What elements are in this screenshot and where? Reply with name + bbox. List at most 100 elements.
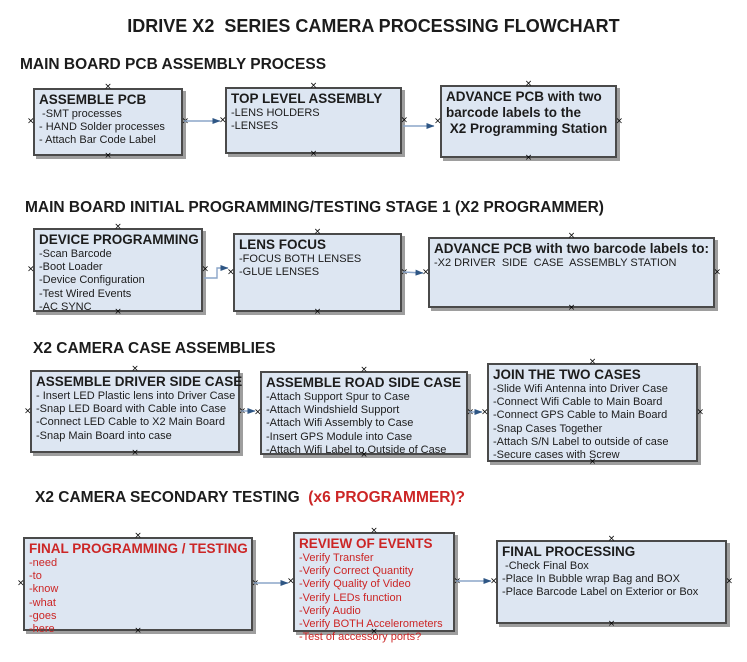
anchor-x-marker: ×: [254, 407, 262, 418]
box-item-list: -Check Final Box-Place In Bubble wrap Ba…: [502, 560, 721, 600]
arrow-device-programming-to-lens-focus: [204, 265, 229, 279]
anchor-x-marker: ×: [490, 576, 498, 587]
box-item-list: -SMT processes- HAND Solder processes- A…: [39, 108, 177, 148]
box-item-list: -X2 DRIVER SIDE CASE ASSEMBLY STATION: [434, 257, 709, 270]
box-item-list: -Slide Wifi Antenna into Driver Case-Con…: [493, 383, 692, 462]
box-top-level-assembly: TOP LEVEL ASSEMBLY -LENS HOLDERS-LENSES …: [219, 82, 408, 159]
anchor-x-marker: ×: [131, 364, 139, 374]
anchor-x-marker: ×: [24, 406, 32, 416]
anchor-x-marker: ×: [481, 407, 489, 417]
anchor-x-marker: ×: [466, 407, 474, 418]
section-heading-pcb-assembly: MAIN BOARD PCB ASSEMBLY PROCESS: [20, 56, 326, 74]
anchor-x-marker: ×: [104, 82, 112, 92]
box-item-list: -need-to-know-what-goes-here: [29, 557, 247, 636]
box-item: -Verify BOTH Accelerometers: [299, 618, 443, 631]
box-item: -X2 DRIVER SIDE CASE ASSEMBLY STATION: [434, 257, 677, 269]
anchor-x-marker: ×: [524, 79, 533, 89]
section-heading-text: X2 CAMERA CASE ASSEMBLIES: [33, 340, 276, 357]
box-item: -Place Barcode Label on Exterior or Box: [502, 586, 699, 599]
section-heading-red-text: (x6 PROGRAMMER)?: [308, 489, 466, 506]
anchor-x-marker: ×: [524, 153, 533, 163]
box-title: TOP LEVEL ASSEMBLY: [231, 91, 383, 106]
box-item: -Check Final Box: [502, 560, 589, 572]
anchor-x-marker: ×: [360, 365, 368, 375]
box-item: -AC SYNC: [39, 300, 92, 313]
box-item: -Verify Quality of Video: [299, 578, 411, 591]
box-title: REVIEW OF EVENTS: [299, 536, 433, 551]
box-join-the-two-cases: JOIN THE TWO CASES -Slide Wifi Antenna i…: [481, 358, 704, 467]
anchor-x-marker: ×: [615, 116, 623, 126]
anchor-x-marker: ×: [104, 151, 112, 161]
box-item: -Device Configuration: [39, 274, 145, 287]
box-item: -Attach Wifi Label to Outside of Case: [266, 443, 447, 456]
box-item: -Attach Support Spur to Case: [266, 391, 410, 403]
anchor-x-marker: ×: [309, 81, 318, 91]
box-item: -LENSES: [231, 120, 279, 133]
box-review-of-events: REVIEW OF EVENTS -Verify Transfer-Verify…: [287, 527, 461, 644]
arrow-lens-focus-to-advance-pcb: [402, 269, 424, 276]
box-advance-pcb-programming-station: ADVANCE PCB with two barcode labels to t…: [434, 80, 623, 163]
box-item: -Boot Loader: [39, 261, 103, 274]
box-item: -Connect Wifi Cable to Main Board: [493, 396, 663, 409]
anchor-x-marker: ×: [422, 267, 430, 277]
box-advance-pcb-driver-side-station: ADVANCE PCB with two barcode labels to: …: [422, 232, 721, 313]
box-item: -Verify LEDs function: [299, 591, 402, 604]
box-item: -Verify Correct Quantity: [299, 565, 414, 578]
box-item: -Attach S/N Label to outside of case: [493, 435, 669, 448]
anchor-x-marker: ×: [607, 619, 616, 629]
anchor-x-marker: ×: [219, 115, 227, 125]
anchor-x-marker: ×: [114, 222, 122, 232]
box-item: -LENS HOLDERS: [231, 107, 320, 119]
box-device-programming: DEVICE PROGRAMMING -Scan Barcode-Boot Lo…: [27, 223, 209, 317]
anchor-x-marker: ×: [567, 231, 576, 241]
box-title: ASSEMBLE DRIVER SIDE CASE: [36, 374, 243, 389]
box-assemble-road-side-case: ASSEMBLE ROAD SIDE CASE -Attach Support …: [254, 366, 474, 460]
box-final-programming-testing: FINAL PROGRAMMING / TESTING -need-to-kno…: [17, 532, 259, 636]
box-item: -Place In Bubble wrap Bag and BOX: [502, 573, 680, 586]
anchor-x-marker: ×: [227, 267, 235, 277]
box-item: -know: [29, 583, 59, 596]
anchor-x-marker: ×: [17, 578, 25, 589]
anchor-x-marker: ×: [567, 303, 576, 313]
box-item: -FOCUS BOTH LENSES: [239, 253, 362, 265]
box-item: -to: [29, 570, 42, 583]
anchor-x-marker: ×: [400, 115, 408, 125]
box-item: -Snap Cases Together: [493, 422, 603, 435]
box-assemble-pcb: ASSEMBLE PCB -SMT processes- HAND Solder…: [27, 83, 189, 161]
box-item: - Insert LED Plastic lens into Driver Ca…: [36, 390, 236, 402]
box-item: -Snap LED Board with Cable into Case: [36, 403, 227, 416]
anchor-x-marker: ×: [27, 116, 35, 127]
anchor-x-marker: ×: [370, 526, 378, 536]
box-item: - HAND Solder processes: [39, 121, 165, 134]
box-item: -Attach Wifi Assembly to Case: [266, 417, 414, 430]
box-item: -Snap Main Board into case: [36, 429, 172, 442]
box-item: -Connect LED Cable to X2 Main Board: [36, 416, 225, 429]
box-item: -Attach Windshield Support: [266, 404, 400, 417]
box-item: -goes: [29, 609, 57, 622]
box-lens-focus: LENS FOCUS -FOCUS BOTH LENSES-GLUE LENSE…: [227, 228, 408, 317]
box-final-processing: FINAL PROCESSING -Check Final Box-Place …: [490, 535, 733, 629]
box-title: ASSEMBLE PCB: [39, 92, 147, 107]
box-title: LENS FOCUS: [239, 237, 327, 252]
anchor-x-marker: ×: [27, 264, 35, 275]
anchor-x-marker: ×: [309, 149, 318, 159]
section-heading-case-assemblies: X2 CAMERA CASE ASSEMBLIES: [33, 340, 276, 358]
box-item-list: -LENS HOLDERS-LENSES: [231, 107, 396, 133]
anchor-x-marker: ×: [134, 531, 142, 541]
box-item: -Test of accessory ports?: [299, 631, 422, 644]
anchor-x-marker: ×: [453, 576, 461, 587]
anchor-x-marker: ×: [238, 406, 246, 416]
anchor-x-marker: ×: [131, 448, 139, 458]
box-item: -Verify Transfer: [299, 552, 374, 564]
box-item: -Connect GPS Cable to Main Board: [493, 409, 668, 422]
anchor-x-marker: ×: [696, 407, 704, 417]
section-heading-text: MAIN BOARD PCB ASSEMBLY PROCESS: [20, 56, 327, 73]
anchor-x-marker: ×: [400, 267, 408, 277]
box-item: -Test Wired Events: [39, 287, 132, 300]
box-item: -Slide Wifi Antenna into Driver Case: [493, 383, 668, 395]
section-heading-text: X2 CAMERA SECONDARY TESTING: [35, 489, 309, 506]
box-item: - Attach Bar Code Label: [39, 134, 156, 147]
anchor-x-marker: ×: [434, 116, 442, 126]
anchor-x-marker: ×: [313, 227, 322, 237]
